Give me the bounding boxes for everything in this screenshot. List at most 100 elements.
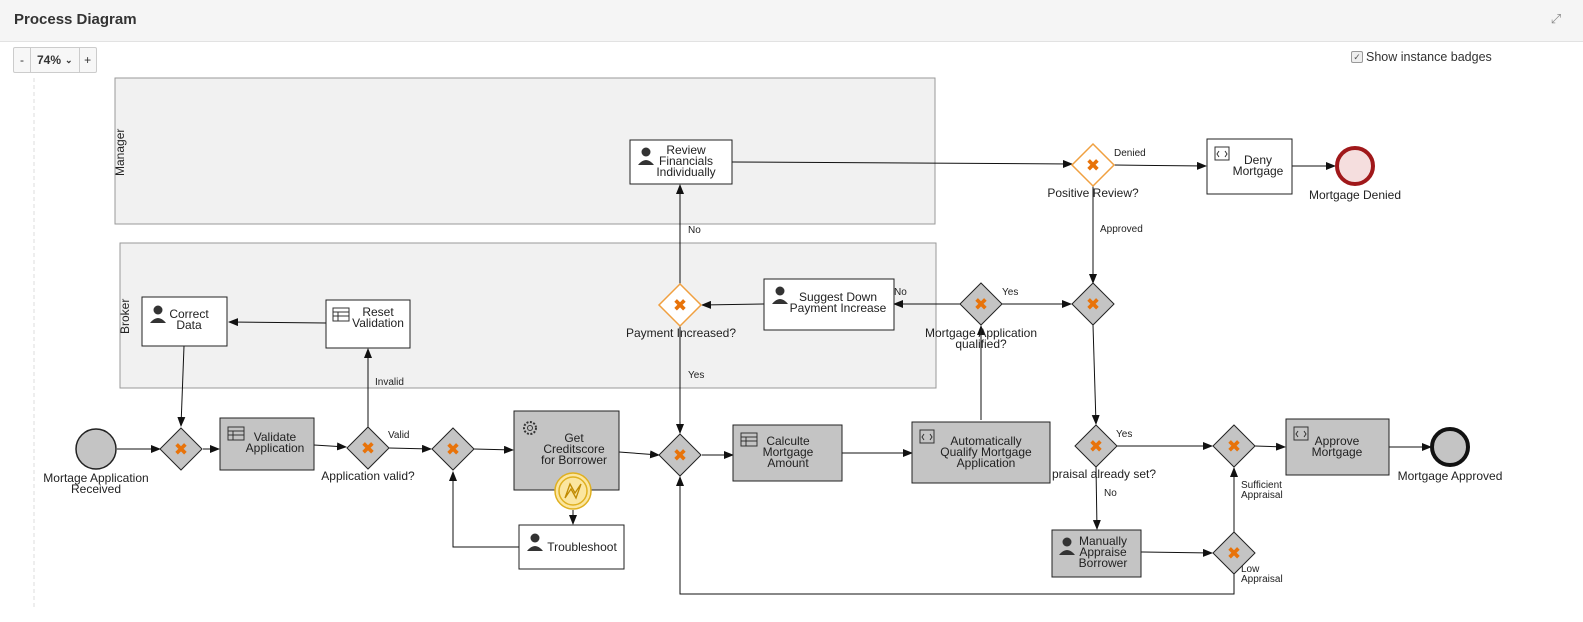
flow-label-no: No [688,225,701,236]
show-badges-toggle[interactable]: ✓ Show instance badges [1351,50,1492,64]
user-icon [150,305,166,323]
zoom-in-button[interactable]: + [84,53,92,67]
flow [1113,161,1207,170]
gateway-merge-review[interactable]: ✖ [1071,282,1115,326]
error-boundary-event[interactable] [554,472,592,510]
task-label: Borrower [1079,556,1128,570]
user-icon [772,286,788,304]
task-label: Reset [362,305,394,319]
lane-manager: Manager [113,77,936,225]
flow [388,444,432,453]
task-deny-mortgage[interactable]: Deny Mortgage [1206,138,1293,195]
task-review-financials[interactable]: Review Financials Individually [629,139,733,185]
gateway-merge-troubleshoot[interactable]: ✖ [431,427,475,471]
flow [676,476,1235,595]
flow [228,318,327,327]
flow [473,445,514,454]
task-label: Financials [659,154,713,168]
task-label: Get [564,431,584,445]
task-label: Creditscore [543,442,605,456]
flow [177,345,186,427]
gateway-merge-start[interactable]: ✖ [159,427,203,471]
gear-icon [523,421,537,435]
task-correct-data[interactable]: Correct Data [141,296,228,347]
zoom-level-value: 74% [37,53,62,67]
gateway-positive-review[interactable]: ✖ [1070,142,1116,188]
zoom-control: - 74%⌄ + [13,47,97,73]
gateway-appraisal-set[interactable]: ✖ [1074,424,1118,468]
end-event-approved-label: Mortgage Approved [1398,469,1503,483]
start-event-label: Received [71,482,121,496]
exclusive-x-icon: ✖ [446,440,460,460]
task-get-creditscore[interactable]: Get Creditscore for Borrower [513,410,620,491]
task-label: Individually [656,165,715,179]
error-icon [564,482,582,500]
exclusive-x-icon: ✖ [673,296,687,316]
user-icon [527,533,543,551]
exclusive-x-icon: ✖ [1089,437,1103,457]
task-label: Application [246,441,305,455]
gateway-label: qualified? [955,337,1007,351]
flow [1254,442,1286,451]
gateway-application-valid[interactable]: ✖ [346,426,390,470]
zoom-out-button[interactable]: - [20,53,24,67]
script-icon [1293,426,1309,441]
task-label: Application [957,456,1016,470]
task-label: Qualify Mortgage [940,445,1032,459]
task-calculate-amount[interactable]: Calculte Mortgage Amount [732,424,843,482]
table-icon [332,307,350,322]
task-label: for Borrower [541,453,607,467]
task-suggest-down-payment[interactable]: Suggest Down Payment Increase [763,278,895,331]
flow-label-no: No [1104,488,1117,499]
flow-label-valid: Valid [388,430,410,441]
task-label: Approve [1315,434,1360,448]
flow-label-yes: Yes [1002,287,1018,298]
exclusive-x-icon: ✖ [1086,295,1100,315]
flow [618,450,660,459]
gateway-merge-approve[interactable]: ✖ [1212,424,1256,468]
end-event-denied[interactable] [1335,146,1375,186]
flow-label-yes: Yes [1116,429,1132,440]
flow [449,471,519,548]
expand-icon[interactable]: ⤢ [1550,11,1562,26]
task-label: Manually [1079,534,1127,548]
end-event-denied-label: Mortgage Denied [1309,188,1401,202]
exclusive-x-icon: ✖ [361,439,375,459]
flow-label-yes: Yes [688,370,704,381]
start-event[interactable] [75,428,117,470]
task-troubleshoot[interactable]: Troubleshoot [518,524,625,570]
task-label: Amount [767,456,809,470]
zoom-level-select[interactable]: 74%⌄ [30,48,80,72]
task-label: Automatically [950,434,1021,448]
gateway-label: praisal already set? [1052,467,1156,481]
exclusive-x-icon: ✖ [673,446,687,466]
task-label: Correct [169,307,209,321]
gateway-mortgage-qualified[interactable]: ✖ [959,282,1003,326]
gateway-payment-increased[interactable]: ✖ [657,282,703,328]
exclusive-x-icon: ✖ [974,295,988,315]
task-reset-validation[interactable]: Reset Validation [325,299,411,349]
flow-label-invalid: Invalid [375,377,404,388]
end-event-approved[interactable] [1430,427,1470,467]
gateway-appraisal-result[interactable]: ✖ [1212,531,1256,575]
lane-broker-label: Broker [118,299,132,334]
script-icon [919,429,935,444]
task-label: Validate [254,430,297,444]
checkbox-icon[interactable]: ✓ [1351,51,1363,63]
gateway-merge-calc[interactable]: ✖ [658,433,702,477]
flow [731,159,1073,168]
user-icon [638,147,654,165]
sequence-flows [117,159,1432,595]
flow-label-sufficient: Sufficient [1241,480,1282,491]
task-label: Mortgage [763,445,814,459]
task-manual-appraise[interactable]: Manually Appraise Borrower [1051,529,1142,578]
flow-label-approved: Approved [1100,224,1143,235]
task-approve-mortgage[interactable]: Approve Mortgage [1285,418,1390,476]
task-auto-qualify[interactable]: Automatically Qualify Mortgage Applicati… [911,421,1051,484]
task-label: Suggest Down [799,290,877,304]
task-label: Calculte [766,434,810,448]
task-validate-application[interactable]: Validate Application [219,417,315,471]
table-icon [227,426,245,441]
task-label: Payment Increase [790,301,887,315]
